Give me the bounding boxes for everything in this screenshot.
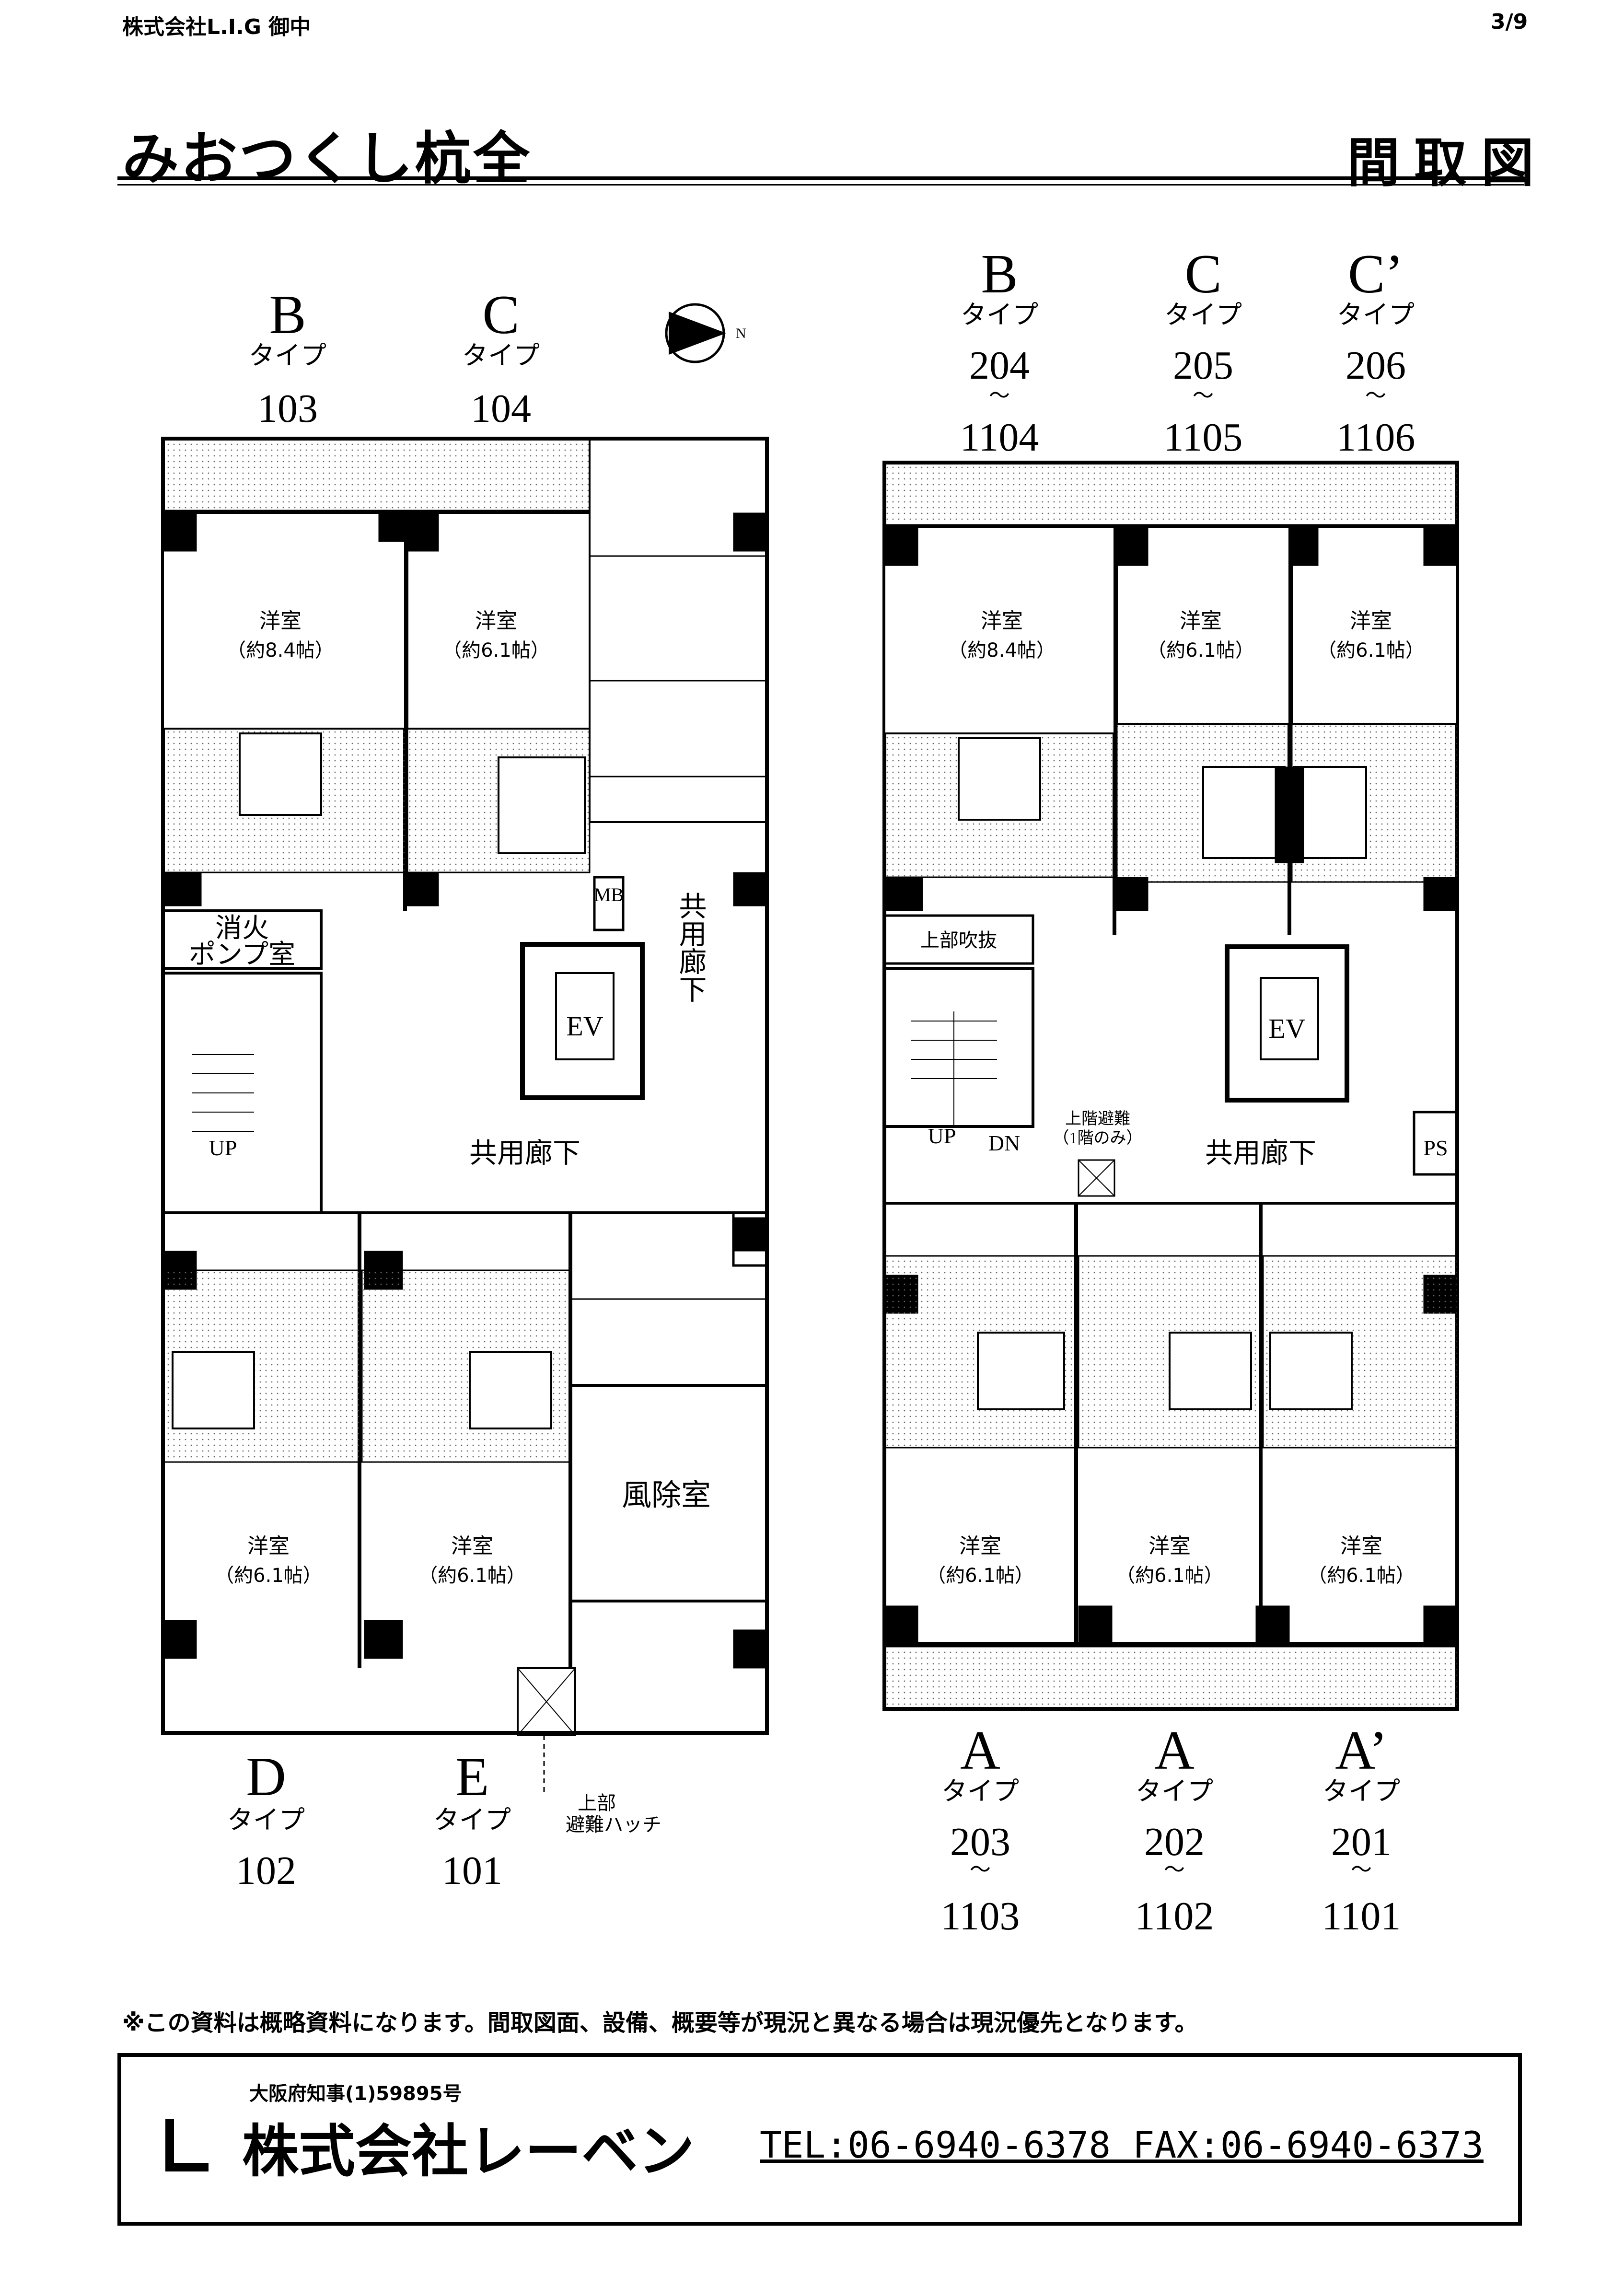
type-letter: A [1154,1720,1195,1781]
room-size: （約6.1帖） [1308,1565,1415,1587]
unit-range-from: 204 [969,343,1030,388]
unit-range-sep: ～ [1365,384,1386,407]
room-name: 洋室 [1340,1534,1382,1558]
type-label: タイプ [227,1806,305,1834]
unit-range-to: 1101 [1322,1894,1401,1939]
page-title: みおつくし杭全 [122,125,532,192]
corridor-label: 共用廊下 [469,1138,580,1169]
company-name: 株式会社レーベン [242,2118,695,2184]
unit-range-sep: ～ [970,1858,991,1881]
type-label: タイプ [249,341,326,370]
page-number: 3/9 [1491,10,1528,34]
license-number: 大阪府知事(1)59895号 [249,2083,462,2105]
room-size: （約6.1帖） [1116,1565,1223,1587]
elevator-label: EV [566,1010,603,1042]
floor-plan: B タイプ 103 C タイプ 104 D タイプ 102 E タイプ 101 [161,244,1459,1939]
type-label: タイプ [1136,1777,1213,1806]
room-name: 洋室 [959,1534,1001,1558]
windbreak-room-label: 風除室 [622,1479,711,1512]
unit-range-from: 203 [950,1820,1010,1864]
room-size: （約6.1帖） [1147,639,1254,662]
type-label: タイプ [941,1777,1019,1806]
elevator-label: EV [1268,1013,1305,1044]
hatch-label: 上部 [578,1792,616,1814]
unit-number: 102 [236,1848,296,1893]
type-letter: E [455,1746,489,1808]
type-letter: B [269,284,306,346]
type-letter: C [482,284,519,346]
type-label: タイプ [1337,301,1415,329]
type-letter: A’ [1335,1720,1388,1781]
addressee: 株式会社L.I.G 御中 [122,15,311,39]
company-box [117,2053,1522,2226]
void-label: 上部吹抜 [920,929,997,951]
hatch-label: （1階のみ） [1053,1129,1143,1147]
logo-base-icon [165,2163,209,2171]
unit-range-sep: ～ [1164,1858,1185,1881]
plan-label: 間取図 [1347,132,1548,194]
fire-pump-label: ポンプ室 [189,940,295,970]
unit-range-from: 206 [1346,343,1406,388]
vertical-corridor-label: 共用廊下 [675,892,707,1003]
room-size: （約6.1帖） [442,639,550,662]
type-label: タイプ [462,341,540,370]
stairs-down-label: DN [988,1131,1020,1155]
unit-number: 104 [471,386,531,431]
room-size: （約6.1帖） [418,1565,526,1587]
type-label: タイプ [1322,1777,1400,1806]
mb-label: MB [594,884,624,906]
unit-range-from: 201 [1331,1820,1392,1864]
stairs-up-label: UP [209,1136,237,1160]
room-name: 洋室 [259,609,302,633]
type-label: タイプ [433,1806,511,1834]
title-rule [117,176,1524,180]
svg-text:N: N [736,325,746,341]
ps-label: PS [1423,1136,1448,1160]
room-name: 洋室 [981,609,1023,633]
unit-range-to: 1104 [960,415,1039,460]
unit-range-sep: ～ [1351,1858,1372,1881]
room-name: 洋室 [451,1534,493,1558]
room-name: 洋室 [475,609,517,633]
room-size: （約6.1帖） [927,1565,1034,1587]
logo-bar-icon [165,2119,174,2171]
room-name: 洋室 [1148,1534,1191,1558]
room-name: 洋室 [1350,609,1392,633]
type-label: タイプ [961,301,1038,329]
right-floor-plan: B タイプ 204 ～ 1104 C タイプ 205 ～ 1105 C’ タイプ… [882,244,1459,1939]
unit-range-from: 202 [1144,1820,1205,1864]
type-letter: C’ [1348,244,1404,305]
unit-range-to: 1106 [1336,415,1415,460]
unit-number: 103 [257,386,318,431]
left-floor-plan: B タイプ 103 C タイプ 104 D タイプ 102 E タイプ 101 [161,284,769,1893]
title-rule-thin [117,184,1524,186]
unit-range-sep: ～ [1193,384,1214,407]
unit-range-sep: ～ [989,384,1010,407]
unit-range-to: 1105 [1164,415,1243,460]
unit-range-to: 1103 [941,1894,1020,1939]
unit-number: 101 [442,1848,502,1893]
room-size: （約8.4帖） [948,639,1056,662]
hatch-label: 避難ハッチ [566,1814,661,1835]
room-name: 洋室 [247,1534,290,1558]
room-size: （約6.1帖） [1317,639,1425,662]
type-letter: D [246,1746,286,1808]
room-size: （約6.1帖） [215,1565,322,1587]
room-size: （約8.4帖） [227,639,334,662]
type-letter: B [981,244,1018,305]
type-label: タイプ [1164,301,1242,329]
type-letter: A [960,1720,1000,1781]
type-letter: C [1184,244,1221,305]
fire-pump-label: 消火 [215,914,269,943]
contact-numbers: TEL:06-6940-6378 FAX:06-6940-6373 [760,2124,1484,2166]
hatch-label: 上階避難 [1065,1110,1130,1128]
disclaimer-note: ※この資料は概略資料になります。間取図面、設備、概要等が現況と異なる場合は現況優… [122,2009,1198,2036]
corridor-label: 共用廊下 [1205,1138,1316,1169]
unit-range-to: 1102 [1135,1894,1214,1939]
stairs-up-label: UP [928,1124,956,1148]
north-arrow-icon: N [665,303,746,363]
unit-range-from: 205 [1173,343,1233,388]
room-name: 洋室 [1180,609,1222,633]
ps-label: PS [740,1224,761,1246]
